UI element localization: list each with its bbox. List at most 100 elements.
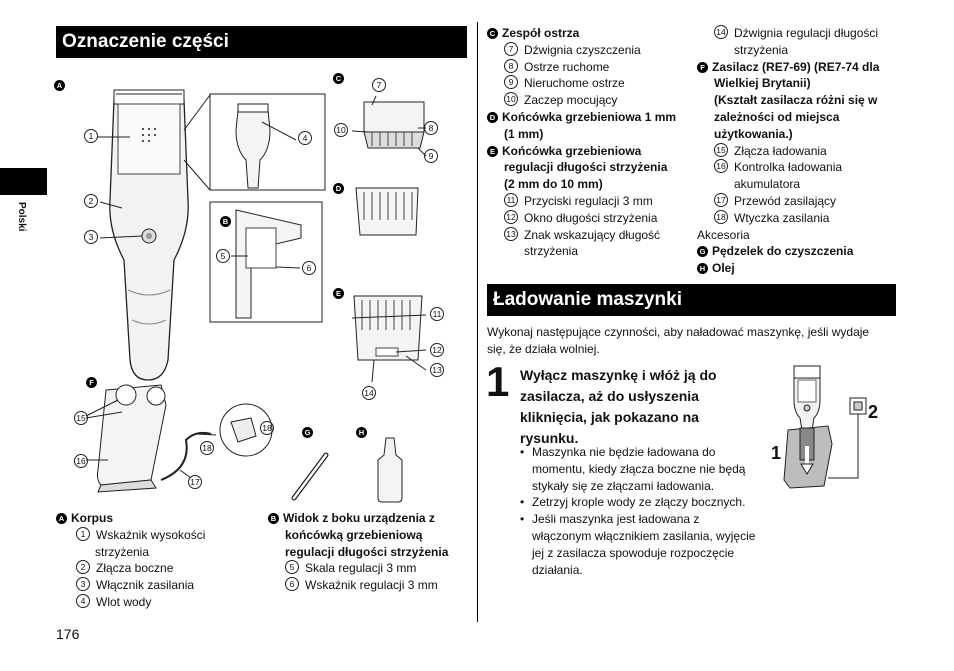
legend-b-title-3: regulacji długości strzyżenia <box>285 544 449 559</box>
legend-d-badge: D <box>487 111 498 123</box>
trimmer-body-drawing <box>109 89 189 381</box>
legend-e-badge: E <box>487 145 498 157</box>
legend-e-item-12: Okno długości strzyżenia <box>524 210 658 225</box>
step-title: Wyłącz maszynkę i włóż ją do zasilacza, … <box>520 365 770 449</box>
legend-d-title-2: (1 mm) <box>504 126 544 141</box>
legend-c-badge: C <box>487 28 498 39</box>
note-1-line-3: stykały się ze złączami ładowania. <box>532 478 715 493</box>
legend-e-title-1: Końcówka grzebieniowa <box>502 143 642 158</box>
legend-c-num-8: 8 <box>504 58 518 73</box>
legend-g-badge: G <box>697 246 708 258</box>
legend-e-num-13: 13 <box>504 226 518 241</box>
label-18: 18 <box>200 441 214 455</box>
legend-d-title-1: Końcówka grzebieniowa 1 mm <box>502 109 677 124</box>
language-label: Polski <box>16 202 27 232</box>
column-divider <box>477 22 478 622</box>
legend-f-item-18: Wtyczka zasilania <box>734 210 830 225</box>
label-7: 7 <box>372 78 386 92</box>
legend-c-num-9: 9 <box>504 75 518 90</box>
label-4: 4 <box>298 131 312 145</box>
legend-b-num-5: 5 <box>285 560 299 575</box>
note-3-line-3: jej z zasilacza spowoduje rozpoczęcie <box>532 545 735 560</box>
legend-f-title-3: (Kształt zasilacza różni się w <box>714 93 878 108</box>
legend-b-title-1: Widok z boku urządzenia z <box>283 511 435 525</box>
charging-intro-line-2: się, że działa wolniej. <box>487 341 600 356</box>
label-11: 11 <box>430 307 444 321</box>
legend-c-num-10: 10 <box>504 92 518 107</box>
legend-a-item-4: Wlot wody <box>96 594 152 609</box>
legend-e-title-2: regulacji długości strzyżenia <box>504 160 668 175</box>
legend-a-num-3: 3 <box>76 577 90 592</box>
legend-h-badge: H <box>697 263 708 275</box>
legend-f-title-2: Wielkiej Brytanii) <box>714 76 811 91</box>
note-1-line-1: Maszynka nie będzie ładowana do <box>532 445 716 459</box>
label-1: 1 <box>84 129 98 143</box>
step-title-line-1: Wyłącz maszynkę i włóż ją do <box>520 367 717 383</box>
legend-f-title-1: Zasilacz (RE7-69) (RE7-74 dla <box>712 59 880 74</box>
legend-a-num-2: 2 <box>76 560 90 575</box>
legend-a-item-1-cont: strzyżenia <box>95 544 150 559</box>
legend-e-item-13: Znak wskazujący długość <box>524 227 661 242</box>
label-2: 2 <box>84 194 98 208</box>
legend-f-num-18: 18 <box>714 209 728 224</box>
legend-f-title-4: zależności od miejsca <box>714 109 840 124</box>
legend-e-item-13-cont: strzyżenia <box>524 244 579 259</box>
step-title-line-2: zasilacza, aż do usłyszenia <box>520 388 699 404</box>
legend-h-title: Olej <box>712 261 735 276</box>
legend-c-item-8: Ostrze ruchome <box>524 59 610 74</box>
legend-a-num-4: 4 <box>76 593 90 608</box>
legend-c-item-9: Nieruchome ostrze <box>524 76 625 91</box>
label-12: 12 <box>430 343 444 357</box>
legend-e-num-12: 12 <box>504 209 518 224</box>
label-18-plug: 18 <box>260 421 274 435</box>
legend-f-title-5: użytkowania.) <box>714 126 793 141</box>
legend-f-item-17: Przewód zasilający <box>734 193 837 208</box>
legend-c-item-10: Zaczep mocujący <box>524 93 618 108</box>
legend-c-item-7: Dźwignia czyszczenia <box>524 42 641 57</box>
figure-label-2: 2 <box>868 402 879 422</box>
step-title-line-4: rysunku. <box>520 430 579 446</box>
legend-e-num-11: 11 <box>504 192 518 207</box>
charging-intro: Wykonaj następujące czynności, aby naład… <box>487 324 897 358</box>
legend-c-num-7: 7 <box>504 41 518 56</box>
note-3-line-1: Jeśli maszynka jest ładowana z <box>532 512 700 527</box>
label-15: 15 <box>74 411 88 425</box>
legend-b-item-5: Skala regulacji 3 mm <box>305 561 417 576</box>
step-notes: Maszynka nie będzie ładowana do momentu,… <box>516 444 776 578</box>
note-2: Zetrzyj krople wody ze złączy bocznych. <box>520 494 776 511</box>
label-f-badge: F <box>86 377 97 388</box>
section-title-parts: Oznaczenie części <box>56 26 467 58</box>
note-1: Maszynka nie będzie ładowana do momentu,… <box>520 444 776 494</box>
legend-a-title: Korpus <box>71 511 113 525</box>
note-1-line-2: momentu, kiedy złącza boczne nie będą <box>532 461 746 476</box>
legend-num-14: 14 <box>714 25 728 39</box>
label-e-badge: E <box>333 288 344 299</box>
label-17: 17 <box>188 475 202 489</box>
step-title-line-3: kliknięcia, jak pokazano na <box>520 409 699 425</box>
legend-a-num-1: 1 <box>76 526 90 541</box>
label-13: 13 <box>430 363 444 377</box>
legend-f-badge: F <box>697 61 708 73</box>
label-16: 16 <box>74 454 88 468</box>
legend-a-item-2: Złącza boczne <box>96 561 174 576</box>
label-g-badge: G <box>302 427 313 438</box>
legend-f-num-17: 17 <box>714 192 728 207</box>
legend-f-num-15: 15 <box>714 142 728 157</box>
legend-item-14: Dźwignia regulacji długości <box>734 26 879 40</box>
label-10: 10 <box>334 123 348 137</box>
note-3-line-4: działania. <box>532 562 583 577</box>
legend-a-item-3: Włącznik zasilania <box>96 578 195 593</box>
legend-a-badge: A <box>56 513 67 524</box>
label-a-badge: A <box>54 80 65 91</box>
legend-e-title-3: (2 mm do 10 mm) <box>504 177 603 192</box>
note-2-line-1: Zetrzyj krople wody ze złączy bocznych. <box>532 495 746 510</box>
legend-g-title: Pędzelek do czyszczenia <box>712 244 854 259</box>
page-number: 176 <box>56 626 80 642</box>
label-14: 14 <box>362 386 376 400</box>
legend-f-num-16: 16 <box>714 159 728 174</box>
legend-f-item-16-cont: akumulatora <box>734 177 801 192</box>
